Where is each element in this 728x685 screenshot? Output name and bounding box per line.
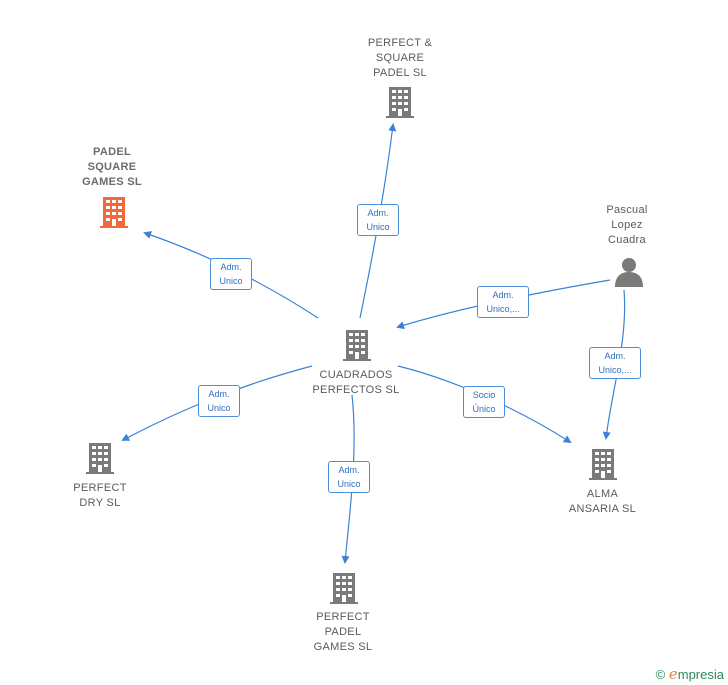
person-icon[interactable]	[615, 258, 643, 287]
edge-label-adm-unico: Adm. Unico,...	[477, 286, 529, 318]
building-icon[interactable]	[343, 330, 371, 361]
node-label-pascual-lopez-cuadra[interactable]: Pascual Lopez Cuadra	[606, 204, 648, 246]
building-icon[interactable]	[330, 573, 358, 604]
edge-label-adm-unico: Adm. Unico	[357, 204, 399, 236]
building-icon[interactable]	[386, 87, 414, 118]
edge-label-socio-unico: Socio Único	[463, 386, 505, 418]
brand-name: mpresia	[677, 667, 724, 682]
node-label-padel-square-games[interactable]: PADEL SQUARE GAMES SL	[82, 146, 142, 188]
node-label-perfect-dry[interactable]: PERFECT DRY SL	[73, 482, 127, 509]
node-label-cuadrados-perfectos[interactable]: CUADRADOS PERFECTOS SL	[312, 369, 400, 396]
edge-label-adm-unico: Adm. Unico	[198, 385, 240, 417]
node-label-alma-ansaria[interactable]: ALMA ANSARIA SL	[568, 488, 637, 515]
node-label-perfect-square-padel[interactable]: PERFECT & SQUARE PADEL SL	[367, 37, 433, 79]
building-icon[interactable]	[589, 449, 617, 480]
brand-e: e	[668, 665, 678, 683]
edge-label-adm-unico: Adm. Unico	[210, 258, 252, 290]
building-icon[interactable]	[100, 197, 128, 228]
edge-label-adm-unico: Adm. Unico	[328, 461, 370, 493]
building-icon[interactable]	[86, 443, 114, 474]
copyright-symbol: ©	[655, 667, 666, 682]
empresia-watermark: © empresia	[656, 665, 724, 683]
node-label-perfect-padel-games[interactable]: PERFECT PADEL GAMES SL	[313, 611, 373, 653]
edge-label-adm-unico: Adm. Unico,...	[589, 347, 641, 379]
